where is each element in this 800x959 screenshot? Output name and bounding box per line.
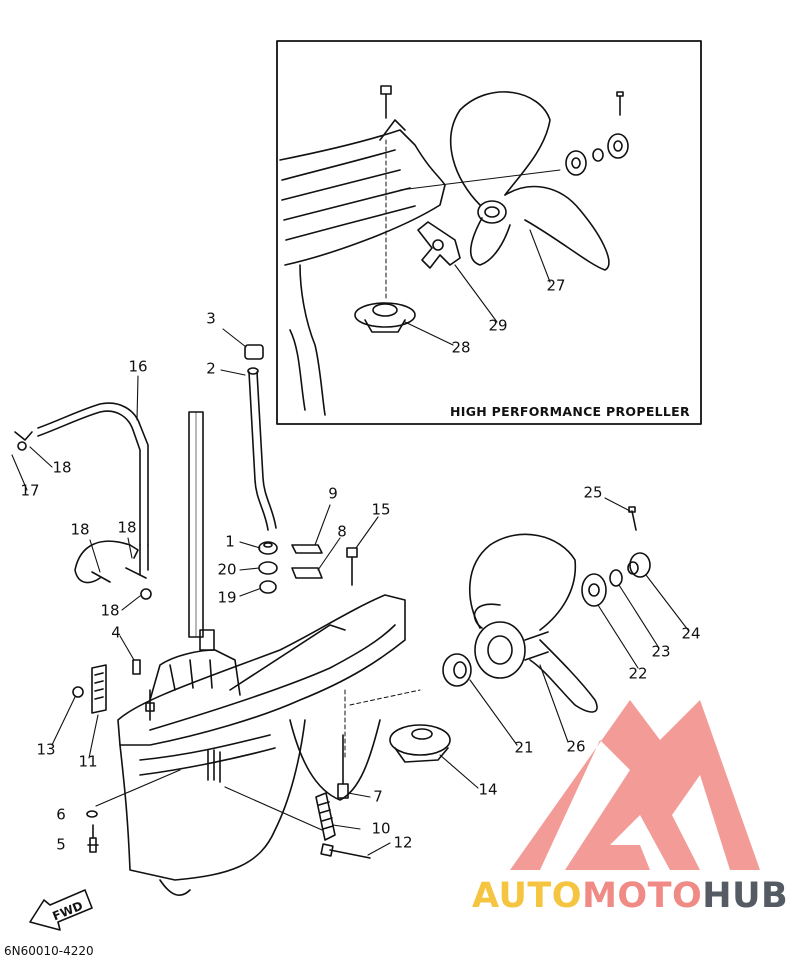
callout-28: 28 [451, 338, 471, 357]
prop-hardware [581, 506, 651, 607]
inset-box [276, 40, 702, 425]
document-code: 6N60010-4220 [4, 944, 94, 958]
callout-25: 25 [583, 483, 603, 502]
fwd-arrow [29, 889, 93, 931]
brand-part-1: AUTO [472, 876, 583, 916]
brand-part-2: MOTO [582, 876, 703, 916]
anode-14 [389, 724, 451, 763]
rubber-seals [291, 544, 323, 579]
callout-20: 20 [217, 560, 237, 579]
callout-19: 19 [217, 588, 237, 607]
inset-anode-28 [354, 302, 416, 333]
callout-11: 11 [78, 752, 98, 771]
callout-17: 17 [20, 481, 40, 500]
callout-8: 8 [337, 522, 347, 541]
callout-6: 6 [56, 805, 66, 824]
callout-18a: 18 [52, 458, 72, 477]
inset-nut-set [565, 91, 629, 176]
callout-13: 13 [36, 740, 56, 759]
drive-shaft [188, 411, 204, 638]
callout-15: 15 [371, 500, 391, 519]
callout-18d: 18 [100, 601, 120, 620]
inset-bracket-29 [417, 221, 461, 269]
hose-clips [14, 431, 152, 600]
brand-logo-mark [510, 700, 760, 870]
callout-10: 10 [371, 819, 391, 838]
leader-lines [11, 229, 689, 856]
callout-21: 21 [514, 738, 534, 757]
callout-22: 22 [628, 664, 648, 683]
speedo-hose [37, 402, 149, 584]
water-tube [244, 344, 277, 531]
grommets [258, 541, 278, 594]
propeller-26 [469, 533, 598, 713]
callout-9: 9 [328, 484, 338, 503]
callout-16: 16 [128, 357, 148, 376]
callout-3: 3 [206, 309, 216, 328]
callout-27: 27 [546, 276, 566, 295]
callout-5: 5 [56, 835, 66, 854]
inset-title: HIGH PERFORMANCE PROPELLER [450, 404, 690, 419]
brand-part-3: HUB [702, 876, 789, 916]
callout-12: 12 [393, 833, 413, 852]
callout-2: 2 [206, 359, 216, 378]
callout-4: 4 [111, 623, 121, 642]
callout-18b: 18 [70, 520, 90, 539]
callout-23: 23 [651, 642, 671, 661]
inset-propeller-27 [450, 91, 610, 271]
bolt-15 [346, 547, 358, 586]
callout-26: 26 [566, 737, 586, 756]
small-parts [72, 659, 371, 859]
callout-29: 29 [488, 316, 508, 335]
callout-7: 7 [373, 787, 383, 806]
gearcase [117, 411, 421, 896]
spacer-21 [442, 653, 472, 687]
callout-1: 1 [225, 532, 235, 551]
brand-watermark: AUTOMOTOHUB [472, 876, 788, 916]
callout-14: 14 [478, 780, 498, 799]
callout-18c: 18 [117, 518, 137, 537]
callout-24: 24 [681, 624, 701, 643]
inset-bolt [380, 85, 392, 119]
